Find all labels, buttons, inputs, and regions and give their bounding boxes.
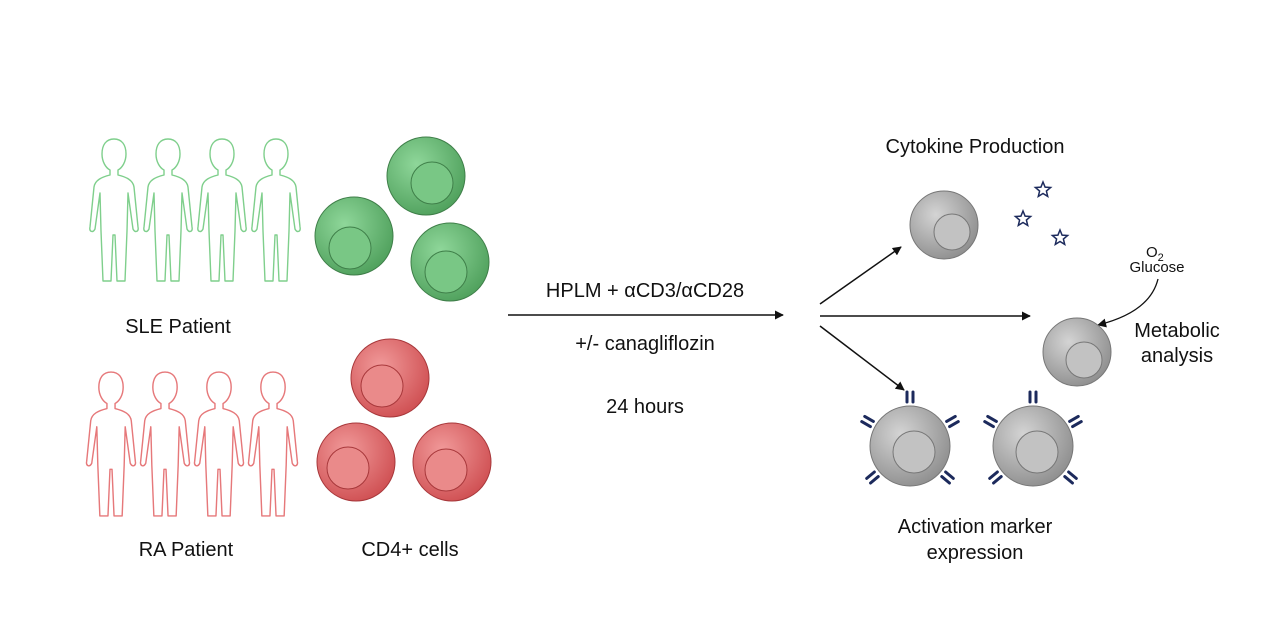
activation-marker-label-line2: expression — [927, 542, 1024, 564]
oxygen-label-subscript: 2 — [1158, 252, 1164, 264]
ra-person-figure — [193, 371, 245, 517]
sle-person-figure — [143, 138, 193, 282]
red-cell — [412, 422, 492, 502]
cd4-cells-label: CD4+ cells — [361, 539, 458, 561]
sle-person-figure — [89, 138, 139, 282]
cytokine-production-label: Cytokine Production — [886, 136, 1065, 158]
cytokine-star-icon — [1033, 180, 1053, 198]
oxygen-label: O2 — [1146, 244, 1164, 264]
cytokine-cell — [909, 190, 979, 260]
ra-person-figure — [85, 371, 137, 517]
ra-patients-group — [85, 371, 299, 517]
activation-cell — [983, 390, 1083, 487]
activation-marker-label-line1: Activation marker — [898, 516, 1053, 538]
green-cells-group — [314, 136, 490, 302]
treatment-label-drug: +/- canagliflozin — [575, 333, 715, 355]
red-cell — [350, 338, 430, 418]
surface-receptor-icons — [860, 390, 960, 485]
ra-person-figure — [139, 371, 191, 517]
treatment-label-media: HPLM + αCD3/αCD28 — [546, 280, 744, 302]
green-cell — [314, 196, 394, 276]
red-cells-group — [316, 338, 492, 502]
cytokine-branch-arrow — [819, 246, 902, 305]
activation-branch-arrow — [819, 325, 905, 391]
sle-person-figure — [251, 138, 301, 282]
red-cell — [316, 422, 396, 502]
green-cell — [410, 222, 490, 302]
glucose-label: Glucose — [1129, 259, 1184, 276]
oxygen-label-base: O — [1146, 244, 1158, 261]
sle-person-figure — [197, 138, 247, 282]
sle-patients-group — [89, 138, 301, 282]
green-cell — [386, 136, 466, 216]
metabolic-analysis-label-line1: Metabolic — [1134, 320, 1220, 342]
sle-patient-label: SLE Patient — [125, 316, 231, 338]
metabolic-cell — [1042, 317, 1112, 387]
cytokine-star-icon — [1013, 209, 1033, 227]
ra-person-figure — [247, 371, 299, 517]
metabolic-analysis-label-line2: analysis — [1141, 345, 1213, 367]
activation-cell — [860, 390, 960, 487]
surface-receptor-icons — [983, 390, 1083, 485]
treatment-label-duration: 24 hours — [606, 396, 684, 418]
cytokine-star-icon — [1050, 228, 1070, 246]
metabolic-input-arrow — [1097, 278, 1159, 328]
ra-patient-label: RA Patient — [139, 539, 234, 561]
